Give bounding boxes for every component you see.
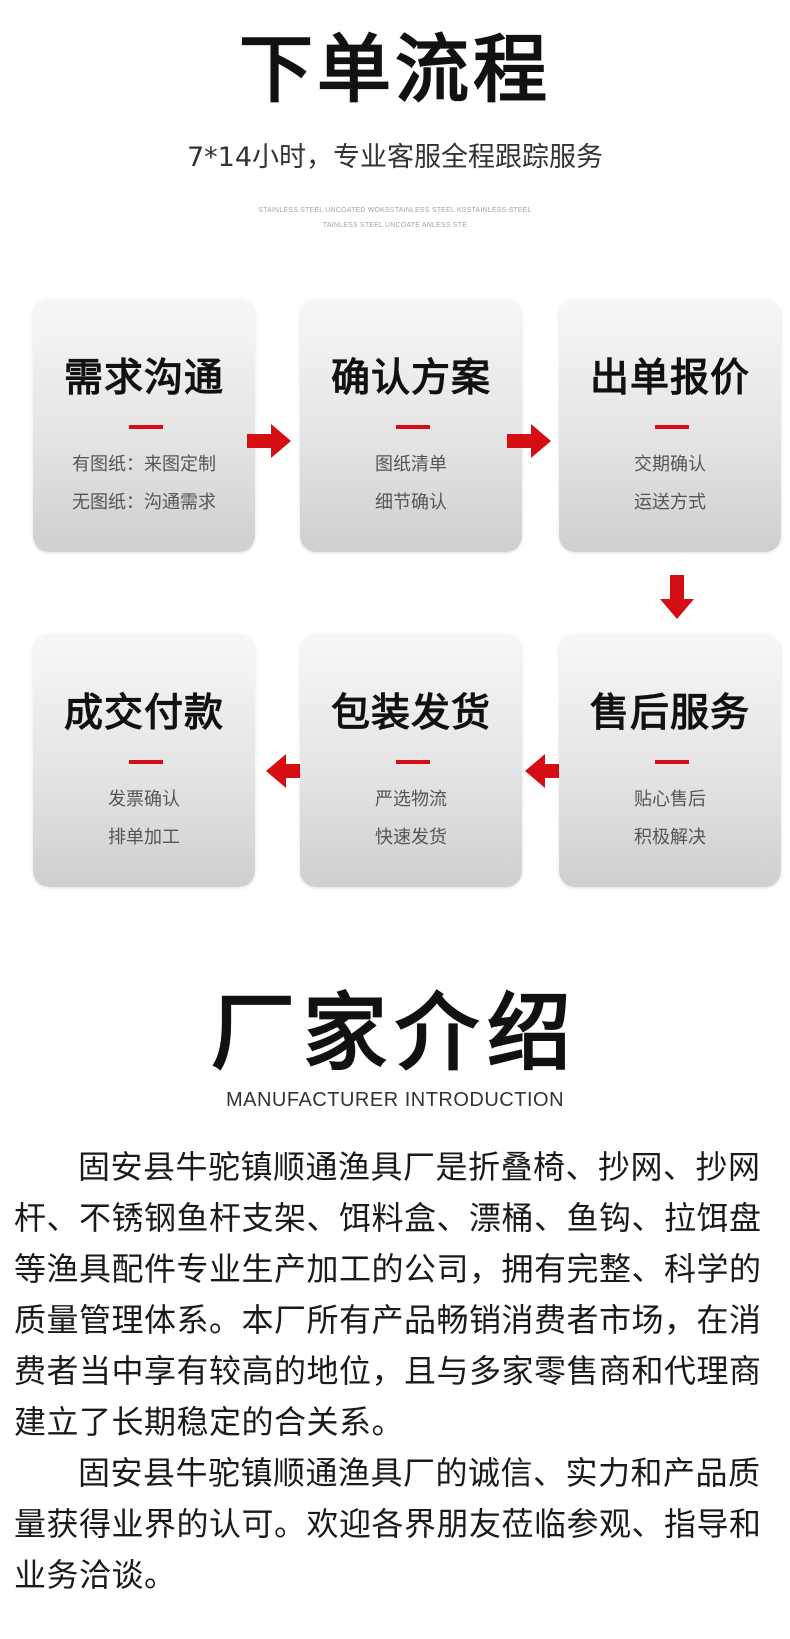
manufacturer-subtitle: MANUFACTURER INTRODUCTION — [225, 1089, 565, 1111]
step-divider — [396, 760, 430, 764]
page-subtitle: 7*14小时，专业客服全程跟踪服务 — [186, 142, 604, 173]
step-detail: 图纸清单 — [375, 454, 447, 475]
arrow-right-icon — [507, 424, 551, 458]
step-card-quote: 出单报价 交期确认 运送方式 — [559, 299, 781, 552]
manufacturer-title: 厂家介绍 — [210, 984, 579, 1082]
step-divider — [129, 425, 163, 429]
fine-print-line-1: STAINLESS STEEL UNCOATED WOKSSTAINLESS S… — [258, 207, 532, 214]
step-card-payment: 成交付款 发票确认 排单加工 — [33, 634, 255, 887]
arrow-left-icon — [266, 754, 310, 788]
step-title: 出单报价 — [589, 356, 750, 401]
step-detail: 有图纸：来图定制 — [72, 454, 216, 475]
step-title: 需求沟通 — [63, 356, 224, 401]
arrow-down-icon — [660, 575, 694, 619]
step-detail: 严选物流 — [375, 789, 447, 810]
step-card-requirement: 需求沟通 有图纸：来图定制 无图纸：沟通需求 — [33, 299, 255, 552]
step-card-after-sales: 售后服务 贴心售后 积极解决 — [559, 634, 781, 887]
page-title: 下单流程 — [239, 27, 551, 113]
arrow-right-icon — [247, 424, 291, 458]
step-detail: 无图纸：沟通需求 — [72, 492, 216, 513]
step-divider — [655, 425, 689, 429]
step-title: 成交付款 — [63, 691, 224, 736]
step-detail: 贴心售后 — [634, 789, 706, 810]
arrow-left-icon — [525, 754, 569, 788]
step-card-shipping: 包装发货 严选物流 快速发货 — [300, 634, 522, 887]
manufacturer-intro: 固安县牛驼镇顺通渔具厂是折叠椅、抄网、抄网杆、不锈钢鱼杆支架、饵料盒、漂桶、鱼钩… — [14, 1142, 784, 1601]
step-divider — [655, 760, 689, 764]
fine-print-line-2: TAINLESS STEEL UNCOATE ANLESS STE — [322, 222, 468, 229]
step-title: 售后服务 — [589, 691, 750, 736]
step-detail: 细节确认 — [375, 492, 447, 513]
step-divider — [396, 425, 430, 429]
step-detail: 交期确认 — [634, 454, 706, 475]
intro-paragraph: 固安县牛驼镇顺通渔具厂的诚信、实力和产品质量获得业界的认可。欢迎各界朋友莅临参观… — [14, 1454, 762, 1594]
step-detail: 运送方式 — [634, 492, 706, 513]
intro-paragraph: 固安县牛驼镇顺通渔具厂是折叠椅、抄网、抄网杆、不锈钢鱼杆支架、饵料盒、漂桶、鱼钩… — [14, 1148, 762, 1441]
step-divider — [129, 760, 163, 764]
step-card-confirm-plan: 确认方案 图纸清单 细节确认 — [300, 299, 522, 552]
step-detail: 排单加工 — [108, 827, 180, 848]
step-detail: 快速发货 — [375, 827, 447, 848]
step-title: 包装发货 — [330, 691, 491, 736]
step-detail: 发票确认 — [108, 789, 180, 810]
step-title: 确认方案 — [330, 356, 491, 401]
step-detail: 积极解决 — [634, 827, 706, 848]
